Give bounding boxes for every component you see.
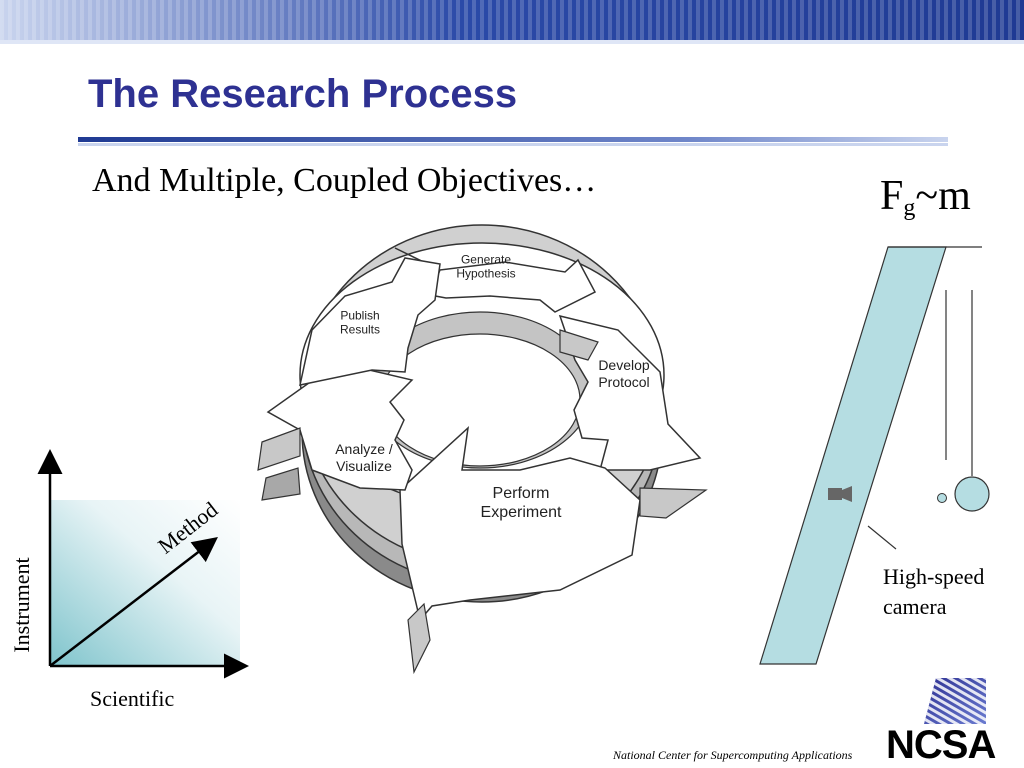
camera-icon [828, 486, 852, 502]
formula-rest: ~m [915, 173, 971, 219]
camera-label: High-speed camera [883, 564, 985, 619]
slide-subtitle: And Multiple, Coupled Objectives… [92, 162, 597, 199]
cycle-label-analyze: Analyze / Visualize [335, 441, 393, 474]
formula-subscript: g [903, 195, 916, 221]
cycle-label-perform: Perform Experiment [480, 484, 562, 521]
gravity-formula: Fg~m [880, 172, 971, 222]
slide-title: The Research Process [88, 72, 518, 116]
title-underline [78, 137, 948, 146]
axis-label-scientific: Scientific [90, 686, 175, 711]
formula-main: F [880, 173, 904, 219]
cycle-label-generate: Generate Hypothesis [456, 252, 516, 281]
cycle-label-publish: Publish Results [339, 308, 381, 337]
ncsa-logo-text: NCSA [886, 723, 996, 767]
top-banner [0, 0, 1024, 44]
footer-org-name: National Center for Supercomputing Appli… [613, 748, 853, 762]
cycle-label-develop: Develop Protocol [598, 357, 650, 390]
